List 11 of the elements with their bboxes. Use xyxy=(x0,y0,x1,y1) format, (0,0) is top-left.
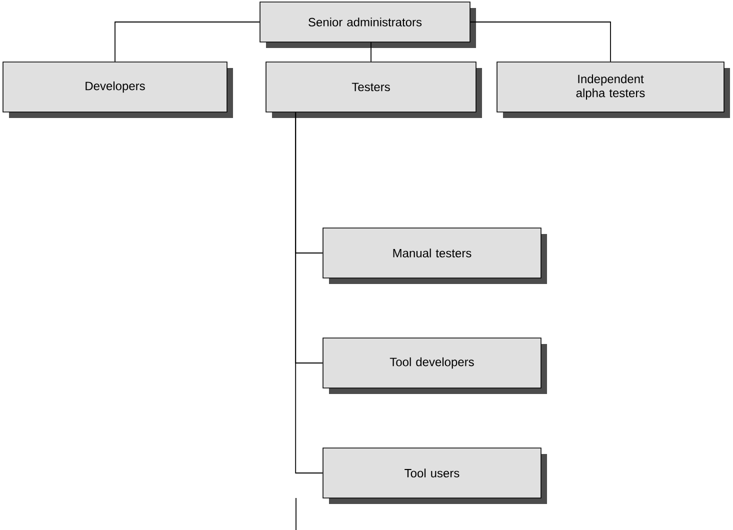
box: Testers xyxy=(266,62,482,118)
box: Independent alpha testers xyxy=(496,62,730,118)
box: Tool developers xyxy=(322,338,547,394)
connector-line xyxy=(470,22,611,62)
box: Developers xyxy=(2,62,233,118)
connector-line xyxy=(370,42,372,62)
box: Tool users xyxy=(322,448,547,504)
box: Senior administrators xyxy=(260,2,476,48)
connector-line xyxy=(114,22,260,62)
box: Manual testers xyxy=(322,228,547,284)
connector-line xyxy=(295,112,324,474)
